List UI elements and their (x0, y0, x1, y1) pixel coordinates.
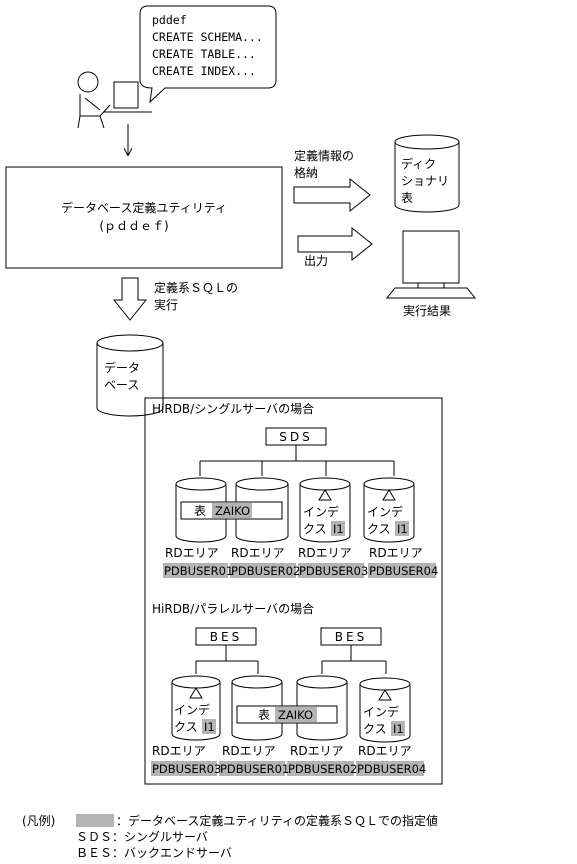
database-line-1: データ (104, 360, 140, 375)
parallel-area-4: PDBUSER04 (357, 762, 426, 776)
bubble-line-3: CREATE TABLE... (152, 47, 256, 61)
dictionary-line-3: 表 (401, 191, 413, 205)
bes-label-1: BES (210, 630, 242, 644)
utility-title: データベース定義ユティリティ (61, 200, 227, 215)
single-index-a-line1: インデ (303, 504, 339, 519)
single-disk-4: インデ クス I1 (364, 478, 414, 542)
arrow-store-definition (294, 179, 370, 211)
parallel-table-prefix: 表 (258, 708, 270, 722)
single-rd-label-2: RDエリア (231, 546, 285, 560)
single-index-b-id: I1 (397, 522, 408, 536)
label-store: 格納 (294, 165, 318, 180)
single-area-3: PDBUSER03 (299, 564, 368, 578)
legend-sds: ＳＤＳ：シングルサーバ (76, 830, 208, 844)
speech-bubble: pddef CREATE SCHEMA... CREATE TABLE... C… (140, 6, 276, 102)
parallel-index-b-line1: インデ (363, 704, 399, 719)
single-table-prefix: 表 (194, 504, 206, 518)
utility-box: データベース定義ユティリティ (ｐｄｄｅｆ) (6, 167, 282, 268)
single-index-a-line2: クス (303, 522, 327, 536)
parallel-server-title: HiRDB/パラレルサーバの場合 (152, 601, 314, 616)
legend-bes: ＢＥＳ：バックエンドサーバ (76, 846, 232, 860)
single-area-2: PDBUSER02 (231, 564, 300, 578)
dictionary-line-2: ショナリ (401, 174, 449, 188)
label-execute: 実行 (154, 297, 178, 312)
parallel-index-b-id: I1 (393, 722, 404, 736)
parallel-area-2: PDBUSER01 (220, 762, 289, 776)
parallel-rd-label-2: RDエリア (222, 744, 276, 758)
parallel-disk-1: インデ クス I1 (172, 676, 220, 740)
single-area-1: PDBUSER01 (164, 564, 233, 578)
single-area-4: PDBUSER04 (369, 564, 438, 578)
label-sql: 定義系ＳＱＬの (154, 280, 238, 295)
parallel-rd-label-3: RDエリア (290, 744, 344, 758)
dictionary-line-1: ディク (401, 156, 436, 171)
parallel-rd-label-4: RDエリア (358, 744, 412, 758)
label-output: 出力 (304, 254, 328, 268)
label-definition-info: 定義情報の (294, 148, 354, 163)
dictionary-cylinder: ディク ショナリ 表 (395, 135, 459, 212)
legend: (凡例) ：データベース定義ユティリティの定義系ＳＱＬでの指定値 ＳＤＳ：シング… (22, 813, 438, 860)
parallel-server-section: HiRDB/パラレルサーバの場合 BES BES インデ クス I1 (151, 601, 426, 776)
utility-command: (ｐｄｄｅｆ) (99, 219, 168, 233)
parallel-area-1: PDBUSER03 (152, 762, 221, 776)
legend-highlight-swatch (76, 814, 114, 827)
bes-label-2: BES (335, 630, 367, 644)
single-rd-label-3: RDエリア (298, 546, 352, 560)
single-index-a-id: I1 (333, 522, 344, 536)
single-rd-label-1: RDエリア (165, 546, 219, 560)
label-execution-result: 実行結果 (403, 303, 451, 318)
bubble-line-4: CREATE INDEX... (152, 64, 256, 78)
parallel-index-a-line1: インデ (174, 702, 210, 717)
parallel-disk-4: インデ クス I1 (360, 678, 410, 742)
single-server-title: HiRDB/シングルサーバの場合 (152, 401, 314, 416)
parallel-index-a-id: I1 (204, 720, 215, 734)
parallel-table-name: ZAIKO (278, 708, 313, 722)
terminal-icon (387, 231, 475, 298)
sds-label: SDS (279, 430, 312, 444)
arrow-sql-execution (114, 278, 146, 320)
parallel-area-3: PDBUSER02 (288, 762, 357, 776)
single-index-b-line1: インデ (367, 504, 403, 519)
legend-highlight-desc: ：データベース定義ユティリティの定義系ＳＱＬでの指定値 (116, 813, 438, 828)
single-table-name: ZAIKO (215, 504, 250, 518)
single-server-section: HiRDB/シングルサーバの場合 SDS 表 ZAIKO インデ クス I1 (152, 401, 438, 578)
single-rd-label-4: RDエリア (369, 546, 423, 560)
parallel-rd-label-1: RDエリア (152, 744, 206, 758)
bubble-line-2: CREATE SCHEMA... (152, 30, 263, 44)
single-index-b-line2: クス (367, 522, 391, 536)
legend-title: (凡例) (22, 814, 55, 828)
parallel-index-b-line2: クス (363, 722, 387, 736)
parallel-index-a-line2: クス (174, 720, 198, 734)
single-disk-3: インデ クス I1 (300, 478, 350, 542)
bubble-line-1: pddef (152, 13, 187, 27)
database-line-2: ベース (104, 378, 139, 392)
